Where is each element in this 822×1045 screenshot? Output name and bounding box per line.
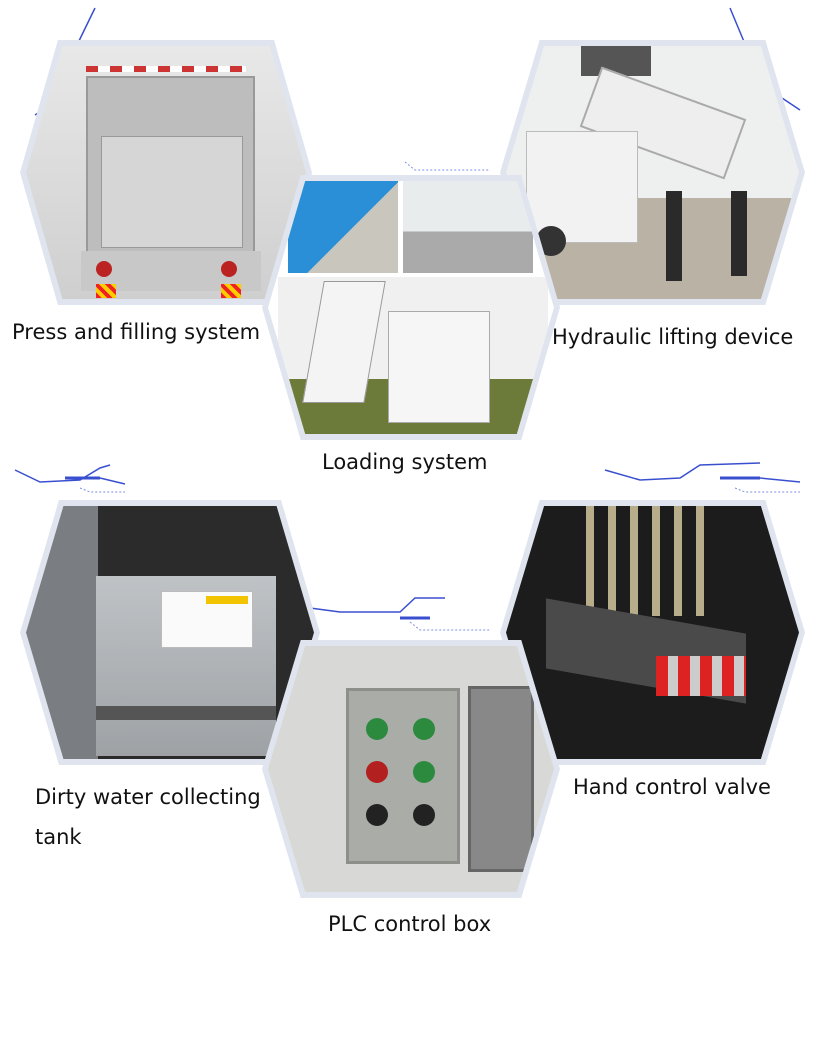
photo-loading-system (268, 181, 554, 434)
hex-photo-press-filling (20, 40, 312, 305)
label-loading-system: Loading system (322, 450, 488, 474)
hex-photo-dirty-water (20, 500, 320, 765)
photo-press-filling-system (26, 46, 306, 299)
hex-photo-plc (262, 640, 560, 898)
photo-dirty-water-collecting-tank (26, 506, 314, 759)
label-dirty-water-line2: tank (35, 825, 82, 849)
hex-photo-hydraulic-lifting (500, 40, 805, 305)
label-hydraulic-lifting-device: Hydraulic lifting device (552, 325, 794, 349)
label-dirty-water-line1: Dirty water collecting (35, 785, 261, 809)
photo-hand-control-valve (506, 506, 799, 759)
hex-photo-hand-valve (500, 500, 805, 765)
label-plc-control-box: PLC control box (328, 912, 492, 936)
label-press-filling-system: Press and filling system (12, 320, 261, 344)
label-hand-control-valve: Hand control valve (573, 775, 771, 799)
photo-hydraulic-lifting-device (506, 46, 799, 299)
hex-photo-loading (262, 175, 560, 440)
photo-plc-control-box (268, 646, 554, 892)
